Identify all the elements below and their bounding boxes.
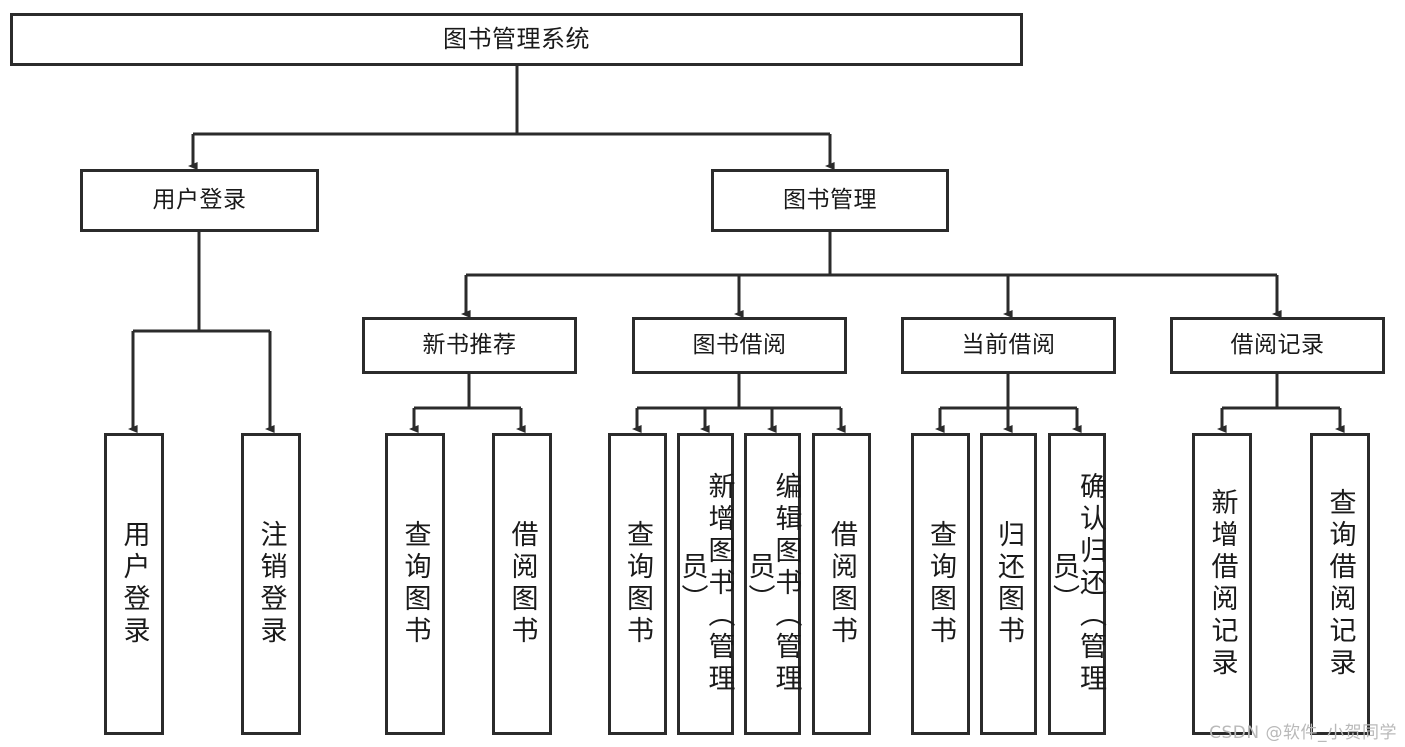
node-label: 用户登录 [152, 186, 247, 213]
node-root-book-management-system[interactable]: 图书管理系统 [10, 13, 1023, 66]
leaf-borrow-book-new-rec[interactable]: 借阅图书 [492, 433, 552, 735]
csdn-watermark: CSDN @软件_小贺同学 [1209, 723, 1397, 743]
leaf-query-book-borrow[interactable]: 查询图书 [608, 433, 667, 735]
node-new-book-recommend[interactable]: 新书推荐 [362, 317, 577, 374]
node-label: 归还图书 [993, 520, 1024, 648]
node-label: 注销登录 [255, 520, 287, 648]
node-book-borrow[interactable]: 图书借阅 [632, 317, 847, 374]
leaf-query-book-current[interactable]: 查询图书 [911, 433, 970, 735]
leaf-query-borrow-record[interactable]: 查询借阅记录 [1310, 433, 1370, 735]
node-label: 图书借阅 [692, 331, 787, 358]
leaf-borrow-book-borrow[interactable]: 借阅图书 [812, 433, 871, 735]
leaf-add-book-admin[interactable]: 新增图书（管理员） [676, 433, 735, 735]
node-user-login[interactable]: 用户登录 [80, 169, 319, 232]
node-label: 查询借阅记录 [1324, 488, 1356, 680]
node-label: 借阅图书 [826, 520, 857, 648]
node-label: 新增借阅记录 [1206, 488, 1238, 680]
leaf-query-book-new-rec[interactable]: 查询图书 [385, 433, 445, 735]
node-current-borrow[interactable]: 当前借阅 [901, 317, 1116, 374]
node-label: 当前借阅 [961, 331, 1056, 358]
node-label: 查询图书 [399, 520, 431, 648]
node-label: 图书管理系统 [443, 25, 590, 54]
leaf-add-borrow-record[interactable]: 新增借阅记录 [1192, 433, 1252, 735]
node-label: 图书管理 [783, 186, 877, 213]
node-label: 查询图书 [925, 520, 956, 648]
node-borrow-record[interactable]: 借阅记录 [1170, 317, 1385, 374]
leaf-user-login[interactable]: 用户登录 [104, 433, 164, 735]
node-book-management[interactable]: 图书管理 [711, 169, 949, 232]
leaf-return-book[interactable]: 归还图书 [980, 433, 1037, 735]
node-label: 确认归还（管理员） [1048, 472, 1106, 696]
leaf-edit-book-admin[interactable]: 编辑图书（管理员） [743, 433, 802, 735]
leaf-confirm-return-admin[interactable]: 确认归还（管理员） [1048, 433, 1106, 735]
node-label: 新书推荐 [422, 331, 517, 358]
node-label: 编辑图书（管理员） [743, 472, 802, 696]
node-label: 新增图书（管理员） [676, 472, 735, 696]
node-label: 借阅记录 [1230, 331, 1325, 358]
node-label: 借阅图书 [506, 520, 538, 648]
node-label: 查询图书 [622, 520, 653, 648]
leaf-logout-login[interactable]: 注销登录 [241, 433, 301, 735]
node-label: 用户登录 [118, 520, 150, 648]
